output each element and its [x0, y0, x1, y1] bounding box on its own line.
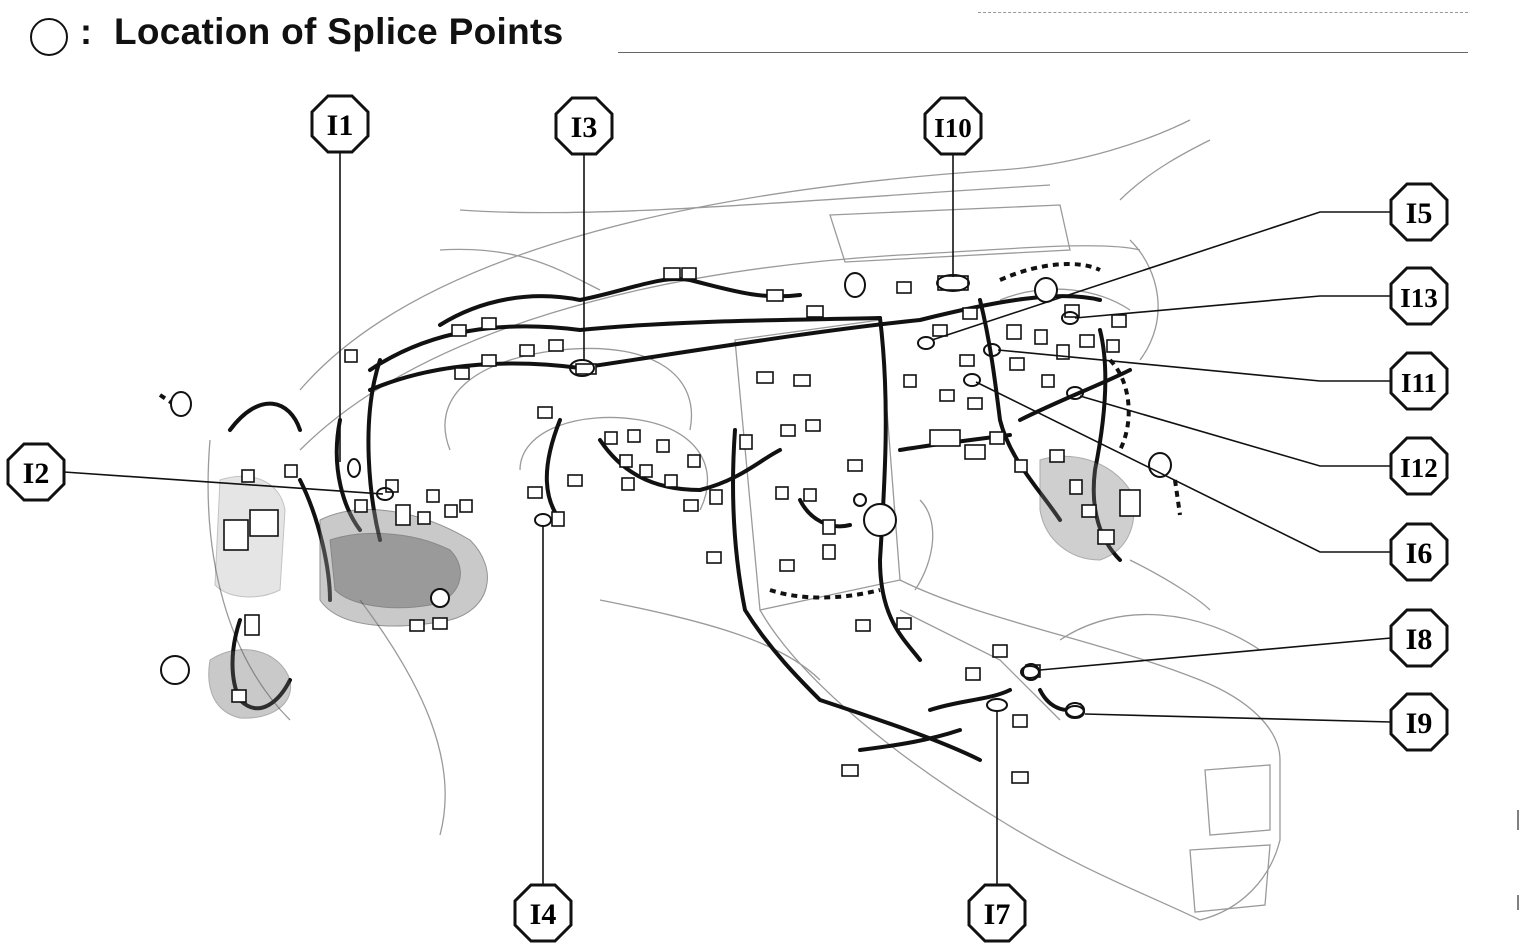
callout-I2: I2	[6, 442, 66, 502]
callout-label-I12: I12	[1400, 453, 1438, 483]
callout-I6: I6	[1389, 522, 1449, 582]
callout-label-I5: I5	[1406, 197, 1433, 230]
splice-I3	[569, 359, 595, 377]
connector-blocks	[223, 267, 1141, 784]
leader-lines	[63, 150, 1392, 887]
splice-I12	[1066, 386, 1084, 400]
title-separator: :	[80, 11, 92, 52]
callout-I3: I3	[554, 96, 614, 156]
splice-circle-icon	[30, 18, 68, 56]
splice-I1	[347, 458, 361, 478]
callout-I9: I9	[1389, 692, 1449, 752]
callout-label-I10: I10	[934, 113, 972, 143]
page-title: Location of Splice Points	[114, 11, 564, 52]
header-rule-top	[978, 12, 1468, 13]
splice-I5	[917, 336, 935, 350]
splice-I9	[1065, 705, 1085, 719]
callout-I5: I5	[1389, 182, 1449, 242]
callout-label-I11: I11	[1401, 368, 1437, 398]
splice-I7	[986, 698, 1008, 712]
callout-label-I7: I7	[984, 898, 1011, 931]
callout-label-I8: I8	[1406, 623, 1433, 656]
splice-I8	[1020, 665, 1040, 679]
header-rule	[618, 52, 1468, 53]
callout-label-I3: I3	[571, 111, 598, 144]
callout-I12: I12	[1389, 436, 1449, 496]
component-clusters	[208, 455, 1135, 719]
callout-I11: I11	[1389, 351, 1449, 411]
callout-I13: I13	[1389, 266, 1449, 326]
callout-markers: I1 I2 I3 I4 I5 I6 I7 I8	[6, 94, 1449, 943]
callout-label-I1: I1	[327, 109, 354, 142]
callout-I7: I7	[967, 883, 1027, 943]
callout-I1: I1	[310, 94, 370, 154]
page-header: : Location of Splice Points	[18, 6, 1468, 60]
callout-I8: I8	[1389, 608, 1449, 668]
splice-I4	[534, 513, 552, 527]
callout-label-I4: I4	[530, 898, 557, 931]
callout-label-I9: I9	[1406, 707, 1433, 740]
callout-I4: I4	[513, 883, 573, 943]
callout-label-I13: I13	[1400, 283, 1438, 313]
callout-I10: I10	[923, 96, 983, 156]
callout-label-I2: I2	[23, 457, 50, 490]
dashed-harness	[158, 262, 1182, 600]
callout-label-I6: I6	[1406, 537, 1433, 570]
dashboard-outline	[207, 119, 1281, 921]
wire-harness	[228, 277, 1132, 762]
splice-I6	[963, 373, 981, 387]
